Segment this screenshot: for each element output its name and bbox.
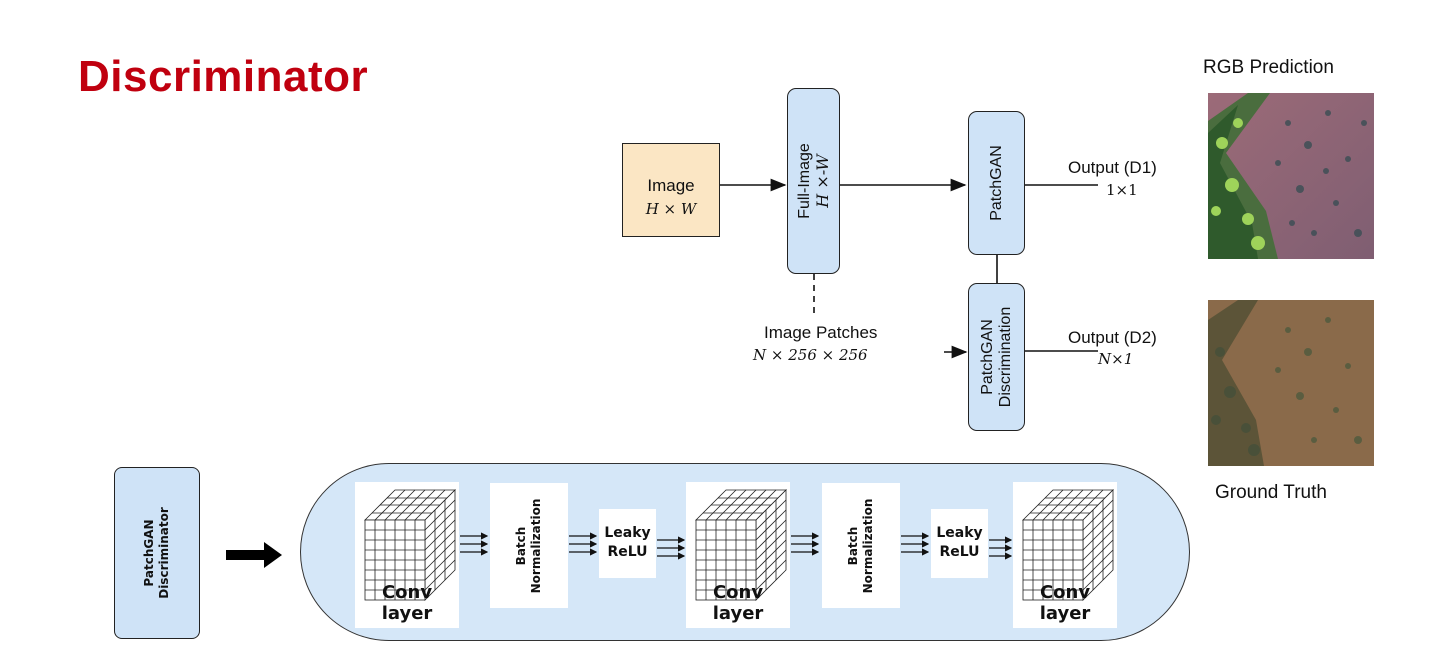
conv-layer-3-label: Conv layer bbox=[1039, 582, 1091, 624]
conv-layer-1: Conv layer bbox=[355, 482, 459, 628]
cube-icon bbox=[364, 489, 456, 601]
leaky-relu-2-line1: Leaky bbox=[936, 525, 983, 541]
thick-arrow-icon bbox=[226, 542, 282, 568]
image-patches-dims: N × 256 × 256 bbox=[753, 346, 868, 364]
patchgan-block: PatchGAN bbox=[968, 111, 1025, 255]
image-patches-label: Image Patches bbox=[764, 323, 878, 342]
patchgan-discrimination-block: PatchGAN Discrimination bbox=[968, 283, 1025, 431]
image-label: Image bbox=[647, 176, 695, 195]
rgb-prediction-caption: RGB Prediction bbox=[1203, 57, 1334, 78]
cube-icon bbox=[695, 489, 787, 601]
patchgan-discriminator-box: PatchGAN Discriminator bbox=[114, 467, 200, 639]
full-image-block: Full-Image H ×-W bbox=[787, 88, 840, 274]
leaky-relu-2: Leaky ReLU bbox=[931, 509, 988, 578]
leaky-relu-2-line2: ReLU bbox=[939, 544, 980, 560]
output-d1-dims: 1×1 bbox=[1106, 181, 1138, 199]
page-title: Discriminator bbox=[78, 52, 369, 101]
conv-layer-1-label: Conv layer bbox=[381, 582, 433, 624]
image-input-box: Image H × W bbox=[622, 143, 720, 237]
cube-icon bbox=[1022, 489, 1114, 601]
leaky-relu-1-line1: Leaky bbox=[604, 525, 651, 541]
image-dims: H × W bbox=[645, 200, 697, 218]
conv-layer-3: Conv layer bbox=[1013, 482, 1117, 628]
leaky-relu-1-line2: ReLU bbox=[607, 544, 648, 560]
ground-truth-image bbox=[1208, 300, 1374, 466]
conv-layer-2: Conv layer bbox=[686, 482, 790, 628]
output-d1-label: Output (D1) bbox=[1068, 158, 1157, 177]
ground-truth-caption: Ground Truth bbox=[1215, 482, 1327, 503]
leaky-relu-1: Leaky ReLU bbox=[599, 509, 656, 578]
rgb-prediction-image bbox=[1208, 93, 1374, 259]
output-d2-dims: N×1 bbox=[1098, 350, 1134, 368]
batch-norm-1: Batch Normalization bbox=[490, 483, 568, 608]
conv-layer-2-label: Conv layer bbox=[712, 582, 764, 624]
batch-norm-2: Batch Normalization bbox=[822, 483, 900, 608]
output-d2-label: Output (D2) bbox=[1068, 328, 1157, 347]
